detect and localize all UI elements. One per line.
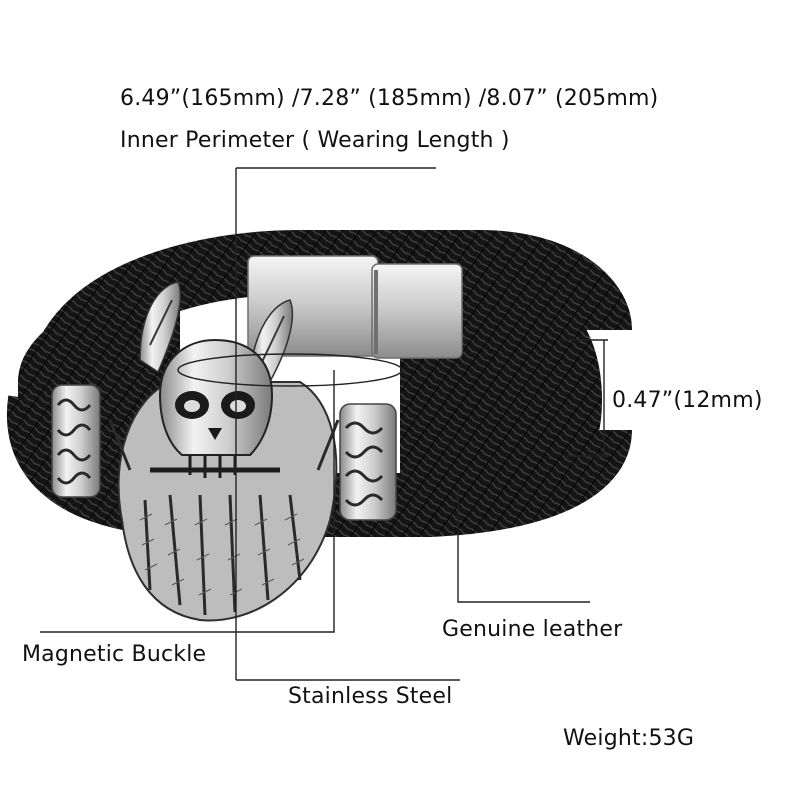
skull-feather-charm	[108, 281, 340, 622]
annotation-lines	[40, 167, 608, 681]
right-steel-bead	[339, 403, 397, 521]
size-options-label: 6.49”(165mm) /7.28” (185mm) /8.07” (205m…	[120, 86, 659, 111]
left-steel-bead	[51, 384, 101, 498]
buckle-type-label: Magnetic Buckle	[22, 642, 207, 667]
material-leather-label: Genuine leather	[442, 617, 623, 642]
weight-label: Weight:53G	[563, 726, 695, 751]
band-width-label: 0.47”(12mm)	[612, 388, 763, 413]
magnetic-clasp	[247, 255, 463, 359]
material-steel-label: Stainless Steel	[288, 684, 453, 709]
inner-perimeter-label: Inner Perimeter ( Wearing Length )	[120, 128, 510, 153]
